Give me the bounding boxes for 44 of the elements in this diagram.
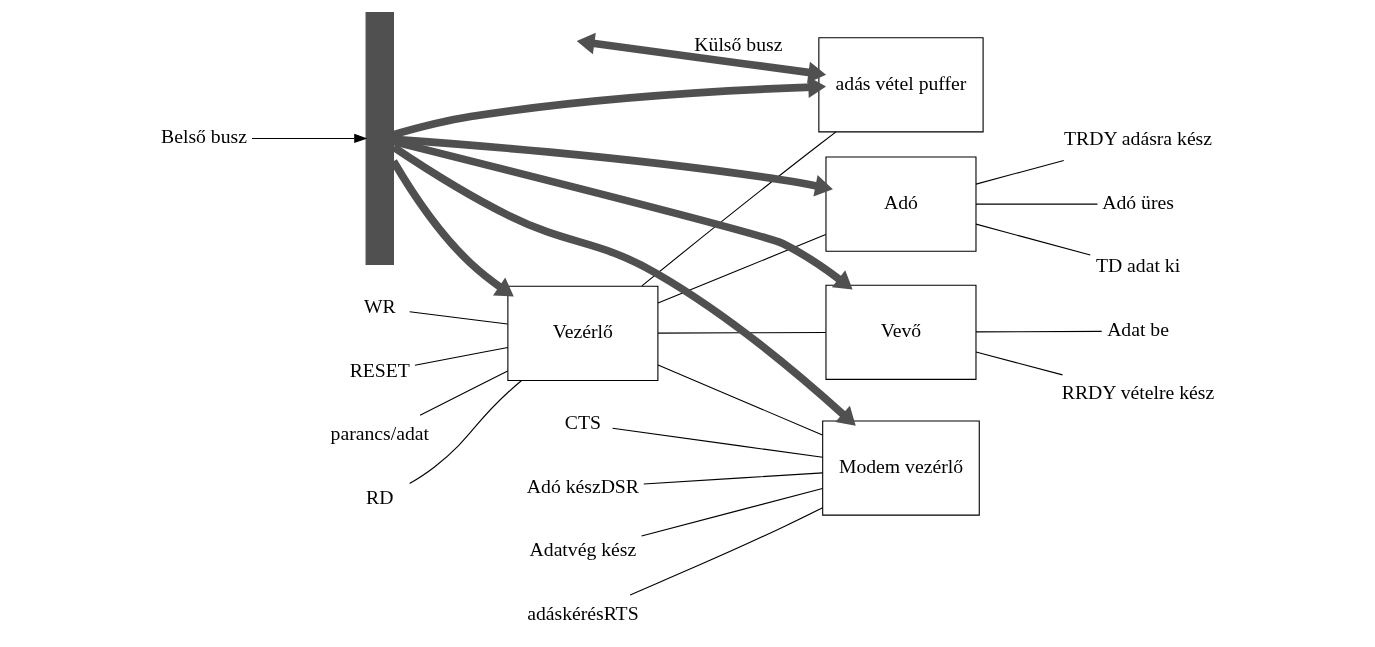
node-box: Vevő: [824, 284, 977, 380]
node-text: parancs/adat: [330, 422, 429, 445]
connector: [975, 351, 1063, 376]
connector: [975, 223, 1091, 256]
node-text: RESET: [349, 358, 410, 381]
node-text: Adó üres: [1101, 190, 1174, 213]
arrow: [251, 133, 367, 144]
edge-label: Külső busz: [693, 33, 782, 56]
connector: [611, 427, 823, 458]
node-text: RRDY vételre kész: [1061, 381, 1214, 404]
connector: [642, 472, 823, 485]
node-text: Adatvég kész: [529, 538, 636, 561]
connector: [413, 346, 508, 366]
connector: [657, 331, 826, 334]
connector: [657, 364, 823, 436]
connector: [657, 233, 826, 304]
arrow: [576, 32, 826, 99]
connector: [640, 131, 837, 287]
node-text: adáskérésRTS: [526, 601, 639, 624]
arrow: [392, 135, 833, 197]
node-text: RD: [365, 485, 393, 508]
node-box: Vezérlő: [506, 285, 658, 381]
node-text: TD adat ki: [1095, 254, 1180, 277]
node-text: CTS: [564, 411, 601, 434]
connector: [975, 159, 1064, 185]
connector: [408, 311, 508, 325]
node-box: adás vétel puffer: [817, 37, 984, 133]
node-box: Modem vezérlő: [821, 420, 980, 516]
node-text: Belső busz: [160, 125, 247, 148]
connector: [629, 507, 823, 596]
arrow: [391, 144, 856, 426]
node-text: Adó készDSR: [526, 474, 639, 497]
connector: [419, 370, 508, 416]
node-text: TRDY adásra kész: [1063, 127, 1212, 150]
node-text: Adat be: [1106, 317, 1169, 340]
connector: [975, 203, 1098, 205]
arrow: [391, 61, 826, 139]
arrow: [392, 137, 853, 290]
connector: [408, 380, 522, 485]
node-text: WR: [363, 294, 396, 317]
connector: [640, 487, 823, 537]
connector: [975, 330, 1102, 333]
node-bar: [365, 11, 394, 265]
node-box: Adó: [824, 156, 977, 252]
